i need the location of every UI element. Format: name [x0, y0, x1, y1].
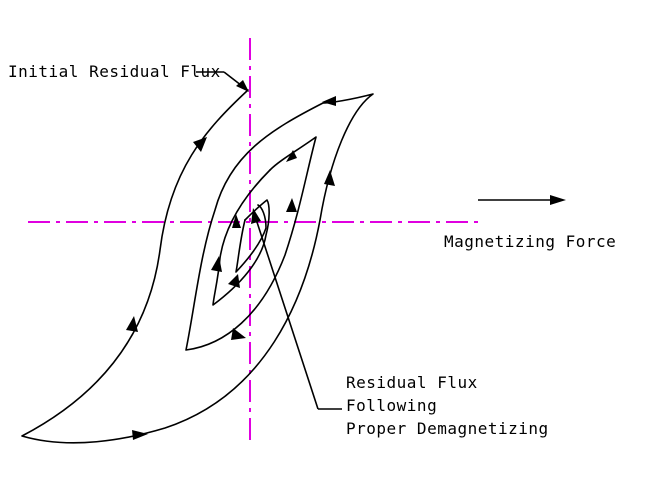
initial-residual-flux-label: Initial Residual Flux: [8, 62, 221, 81]
middle-arrow-2: [231, 328, 246, 340]
inner-arrow-1: [232, 214, 241, 228]
residual-flux-label-line3: Proper Demagnetizing: [346, 419, 549, 438]
outer-arrow-3: [132, 430, 148, 440]
initial-flux-arrow-icon: [236, 80, 249, 92]
outer-loop-curve: [21, 89, 374, 444]
residual-flux-arrow-icon: [251, 208, 261, 224]
residual-flux-leader-diag: [254, 215, 319, 410]
residual-flux-label-line2: Following: [346, 396, 437, 415]
middle-arrow-4: [286, 150, 297, 162]
outer-arrow-4: [324, 170, 335, 186]
outer-arrow-5: [322, 96, 336, 106]
innermost-loop-curve: [235, 204, 267, 273]
middle-arrow-1: [211, 256, 222, 272]
residual-flux-label-line1: Residual Flux: [346, 373, 478, 392]
magnetizing-force-arrow-icon: [550, 195, 566, 205]
outer-arrow-2: [126, 316, 138, 332]
outer-arrow-1: [193, 137, 207, 152]
magnetizing-force-label: Magnetizing Force: [444, 232, 616, 251]
middle-loop-curve: [185, 102, 324, 351]
middle-arrow-3: [286, 198, 297, 212]
inner-arrow-2: [228, 274, 240, 288]
